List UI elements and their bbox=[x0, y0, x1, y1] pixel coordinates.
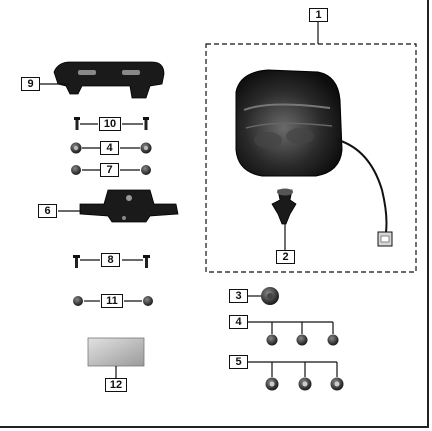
callout-6: 6 bbox=[38, 204, 57, 218]
callout-12: 12 bbox=[105, 378, 127, 392]
callout-10: 10 bbox=[99, 117, 121, 131]
tail-lamp-part bbox=[235, 69, 393, 247]
callout-8: 8 bbox=[101, 253, 120, 267]
callout-4-left: 4 bbox=[100, 141, 119, 155]
cap-nut-set-5 bbox=[265, 377, 344, 391]
license-bracket-part bbox=[53, 61, 165, 99]
leader-5 bbox=[248, 361, 338, 377]
callout-7: 7 bbox=[100, 163, 119, 177]
nut-set-4-right bbox=[266, 334, 339, 346]
bulb-socket-part bbox=[271, 188, 297, 225]
callout-5: 5 bbox=[229, 355, 248, 369]
callout-3: 3 bbox=[229, 289, 248, 303]
leader-4-right bbox=[248, 321, 334, 334]
lower-bracket-part bbox=[79, 189, 179, 223]
callout-4-right: 4 bbox=[229, 315, 248, 329]
washer-pair-11 bbox=[73, 296, 153, 306]
callout-2: 2 bbox=[276, 250, 295, 264]
washer-pair-4-left bbox=[70, 142, 152, 154]
bolt-pair-10 bbox=[74, 117, 149, 130]
assembly-dashed-box bbox=[205, 43, 417, 273]
reflector-part bbox=[87, 337, 145, 367]
nut-pair-7 bbox=[71, 165, 151, 175]
callout-11: 11 bbox=[101, 294, 123, 308]
grommet-part-3 bbox=[261, 287, 279, 305]
callout-1: 1 bbox=[309, 8, 328, 22]
bolt-pair-8 bbox=[73, 255, 150, 268]
callout-9: 9 bbox=[21, 77, 40, 91]
